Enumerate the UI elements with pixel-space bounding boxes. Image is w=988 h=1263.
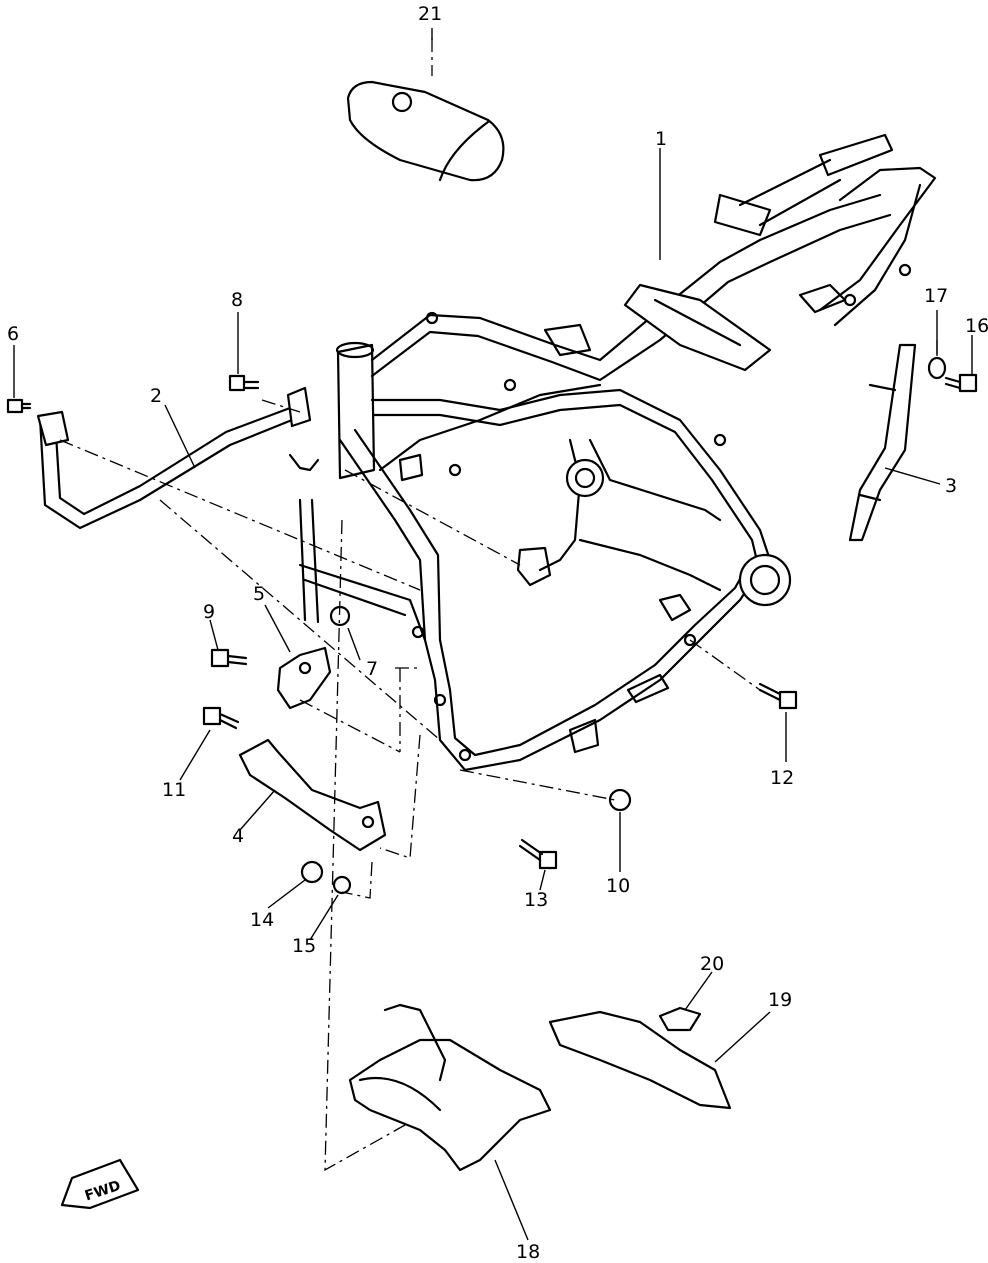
assembly-lines <box>59 38 938 1172</box>
callout-19: 19 <box>768 989 792 1011</box>
part-3-rear-bracket <box>848 343 917 542</box>
callout-4: 4 <box>232 825 244 847</box>
callout-15: 15 <box>292 935 316 957</box>
fasteners <box>6 356 978 895</box>
part-18-lower-cover <box>348 1003 552 1172</box>
part-1-main-frame <box>288 133 937 772</box>
callout-13: 13 <box>524 889 548 911</box>
part-19-side-cover <box>548 1010 732 1110</box>
callout-numbers: 21 1 8 6 2 17 16 3 9 5 7 11 4 12 10 13 1… <box>7 3 988 1263</box>
callout-8: 8 <box>231 289 243 311</box>
callout-18: 18 <box>516 1241 540 1263</box>
callout-7: 7 <box>366 658 378 680</box>
callout-5: 5 <box>253 583 265 605</box>
callout-21: 21 <box>418 3 442 25</box>
part-4-engine-bracket <box>238 738 387 852</box>
callout-12: 12 <box>770 767 794 789</box>
callout-1: 1 <box>655 128 667 150</box>
callout-3: 3 <box>945 475 957 497</box>
callout-17: 17 <box>924 285 948 307</box>
callout-14: 14 <box>250 909 274 931</box>
callout-11: 11 <box>162 779 186 801</box>
callout-20: 20 <box>700 953 724 975</box>
callout-6: 6 <box>7 323 19 345</box>
part-21-cover <box>346 80 505 182</box>
callout-10: 10 <box>606 875 630 897</box>
fwd-arrow-icon: FWD <box>60 1158 140 1210</box>
callout-2: 2 <box>150 385 162 407</box>
leader-lines <box>13 28 973 1241</box>
part-2-front-guard <box>36 386 312 530</box>
part-5-plate <box>276 646 332 710</box>
callout-16: 16 <box>965 315 988 337</box>
callout-9: 9 <box>203 601 215 623</box>
part-20-clip <box>658 1006 702 1032</box>
